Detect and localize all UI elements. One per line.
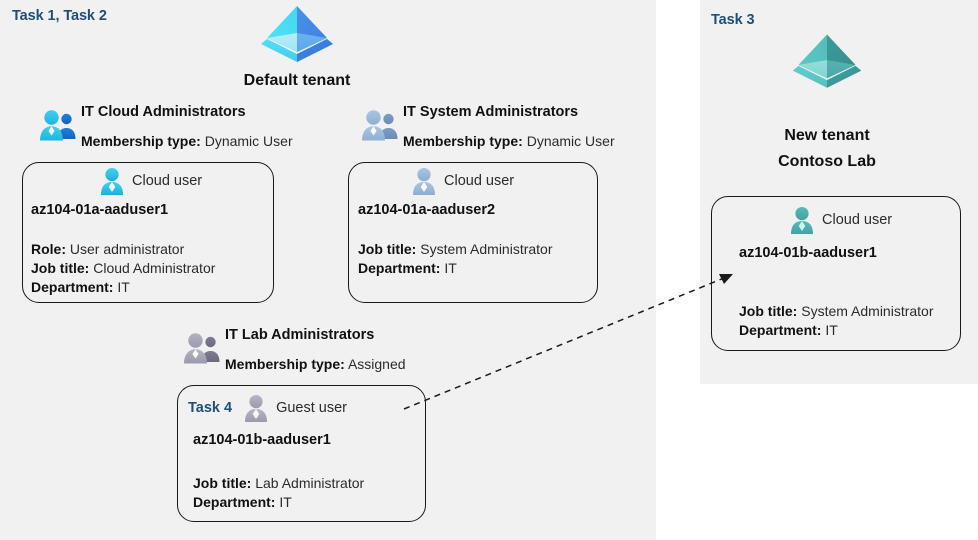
default-tenant-name: Default tenant	[243, 72, 351, 89]
card-user-type-row: Cloud user	[410, 166, 514, 196]
group-membership-value: Dynamic User	[204, 133, 293, 149]
group-membership-label: Membership type:	[225, 356, 345, 372]
card-username: az104-01b-aaduser1	[193, 432, 331, 448]
card-field-job-title: Job title: System Administrator	[739, 303, 934, 319]
card-field-job-title: Job title: Lab Administrator	[193, 475, 365, 491]
task-label-right: Task 3	[711, 12, 755, 28]
card-username: az104-01a-aaduser2	[358, 202, 496, 218]
card-user-type-label: Cloud user	[132, 173, 203, 189]
group-users-icon-steel	[360, 108, 400, 142]
azure-ad-tenant-icon-new	[789, 30, 865, 96]
group-membership-value: Assigned	[347, 356, 406, 372]
card-fields: Role: User administrator Job title: Clou…	[31, 240, 215, 297]
group-membership-value: Dynamic User	[526, 133, 615, 149]
task-label-left: Task 1, Task 2	[12, 8, 107, 24]
user-card-az104-01b-aaduser1-cloud[interactable]	[711, 196, 961, 351]
group-membership: Membership type: Dynamic User	[403, 132, 615, 151]
task-label-inline-task4: Task 4	[188, 400, 233, 416]
card-field-department: Department: IT	[193, 494, 292, 510]
guest-user-icon-gray	[242, 393, 270, 423]
card-fields: Job title: System Administrator Departme…	[358, 240, 553, 278]
group-users-icon-cyan	[38, 108, 78, 142]
cloud-user-icon-cyan	[98, 166, 126, 196]
card-username: az104-01b-aaduser1	[739, 245, 877, 261]
card-fields: Job title: System Administrator Departme…	[739, 302, 934, 340]
card-user-type-label: Guest user	[276, 400, 347, 416]
group-title: IT Lab Administrators	[225, 327, 375, 343]
cloud-user-icon-teal	[788, 205, 816, 235]
cloud-user-icon-steel	[410, 166, 438, 196]
card-field-role: Role: User administrator	[31, 241, 185, 257]
group-membership-label: Membership type:	[81, 133, 201, 149]
group-users-icon-gray	[182, 331, 222, 365]
group-membership: Membership type: Dynamic User	[81, 132, 293, 151]
new-tenant-name-line1: New tenant	[784, 127, 870, 144]
card-field-job-title: Job title: Cloud Administrator	[31, 260, 216, 276]
card-fields: Job title: Lab Administrator Department:…	[193, 474, 364, 512]
card-user-type-row: Cloud user	[788, 205, 892, 235]
card-field-job-title: Job title: System Administrator	[358, 241, 553, 257]
card-user-type-row: Task 4 Guest user	[188, 393, 347, 423]
group-membership-label: Membership type:	[403, 133, 523, 149]
group-title: IT Cloud Administrators	[81, 104, 246, 120]
card-field-department: Department: IT	[739, 322, 838, 338]
card-user-type-label: Cloud user	[444, 173, 515, 189]
card-username: az104-01a-aaduser1	[31, 202, 169, 218]
card-user-type-row: Cloud user	[98, 166, 202, 196]
group-membership: Membership type: Assigned	[225, 355, 406, 374]
group-title: IT System Administrators	[403, 104, 579, 120]
card-field-department: Department: IT	[358, 260, 457, 276]
default-tenant-panel	[0, 0, 656, 540]
azure-ad-tenant-icon-default	[257, 2, 337, 70]
user-card-az104-01a-aaduser1[interactable]	[22, 162, 274, 303]
new-tenant-name-line2: Contoso Lab	[778, 153, 876, 170]
user-card-az104-01b-aaduser1-guest[interactable]	[177, 385, 426, 522]
card-user-type-label: Cloud user	[822, 212, 893, 228]
card-field-department: Department: IT	[31, 279, 130, 295]
